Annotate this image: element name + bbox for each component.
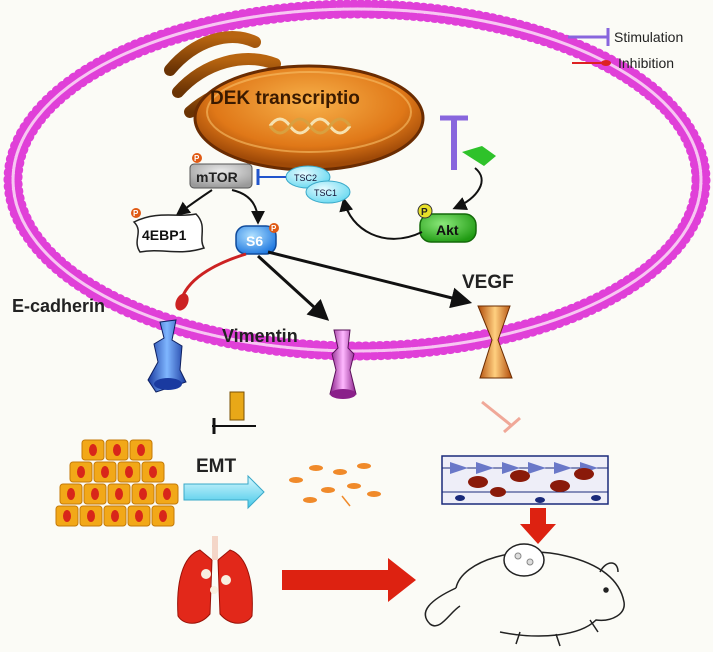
cell-nucleus <box>115 488 123 500</box>
cell-nucleus <box>125 466 133 478</box>
vegf-to-vessel-bar <box>481 400 521 434</box>
s6-label: S6 <box>246 233 263 249</box>
lungs-to-mouse-arrow <box>282 558 416 602</box>
inhibitor-peg-icon <box>212 391 256 434</box>
cell-nucleus <box>63 510 71 522</box>
legend-stimulation-label: Stimulation <box>614 29 683 45</box>
vimentin-receptor-icon <box>329 329 357 399</box>
phospho-akt-icon: P <box>417 203 433 219</box>
cell-nucleus <box>137 444 145 456</box>
cell-nucleus <box>101 466 109 478</box>
cell-nucleus <box>89 444 97 456</box>
cell-nucleus <box>139 488 147 500</box>
ecadherin-receptor-icon <box>147 319 187 393</box>
mtor-to-4ebp1-arrow <box>175 189 213 216</box>
cell-membrane <box>3 0 711 361</box>
s6-to-vimentin-arrow <box>256 254 330 321</box>
emt-arrow <box>183 474 265 510</box>
mtor-to-s6-arrow <box>231 189 265 225</box>
phospho-mtor-icon: P <box>192 153 202 163</box>
dna-helix-icon <box>268 117 352 135</box>
cell-nucleus <box>113 444 121 456</box>
tsc1-label: TSC1 <box>314 188 337 198</box>
ecadherin-label: E-cadherin <box>12 296 105 316</box>
mesenchymal-cells-icon <box>289 463 381 507</box>
phospho-mtor-label: P <box>194 154 200 163</box>
phospho-s6-label: P <box>271 224 277 233</box>
stimulation-bar-icon <box>440 115 468 170</box>
phospho-s6-icon: P <box>269 223 279 233</box>
cell-nucleus <box>77 466 85 478</box>
akt-label: Akt <box>436 222 459 238</box>
cell-nucleus <box>91 488 99 500</box>
legend-inhibition-label: Inhibition <box>618 55 674 71</box>
tsc2-label: TSC2 <box>294 173 317 183</box>
tsc-inhibits-mtor-bar <box>256 169 286 185</box>
s6-node: S6 <box>235 225 277 255</box>
s6-inhibits-ecadherin <box>175 252 247 311</box>
akt-to-tsc-arrow <box>339 197 423 240</box>
legend: Stimulation Inhibition <box>568 28 683 71</box>
vimentin-label: Vimentin <box>222 326 298 346</box>
legend-inhibition: Inhibition <box>572 55 674 71</box>
mouse-icon <box>424 543 625 647</box>
4ebp1-label: 4EBP1 <box>142 227 187 243</box>
cell-nucleus <box>159 510 167 522</box>
akt-node: Akt <box>419 213 477 243</box>
cell-nucleus <box>67 488 75 500</box>
blood-vessel-icon <box>441 455 609 505</box>
green-ligand-icon <box>462 146 496 166</box>
nucleus <box>193 64 425 172</box>
lungs-icon <box>177 536 253 624</box>
epithelial-cells-icon <box>55 439 179 527</box>
tsc1-node: TSC1 <box>305 180 351 204</box>
vegf-label: VEGF <box>462 272 514 293</box>
cell-nucleus <box>149 466 157 478</box>
cell-nucleus <box>163 488 171 500</box>
phospho-akt-label: P <box>421 207 428 218</box>
emt-label: EMT <box>196 456 237 477</box>
nucleus-label: DEK transcriptio <box>210 88 360 109</box>
ligand-to-akt-arrow <box>452 167 483 210</box>
vessel-to-mouse-arrow <box>520 508 556 544</box>
cell-nucleus <box>135 510 143 522</box>
cell-nucleus <box>111 510 119 522</box>
vegf-receptor-icon <box>477 305 513 379</box>
phospho-4ebp1-label: P <box>133 209 139 218</box>
legend-stimulation: Stimulation <box>568 28 683 46</box>
4ebp1-node: 4EBP1 <box>132 213 206 253</box>
cell-nucleus <box>87 510 95 522</box>
phospho-4ebp1-icon: P <box>131 208 141 218</box>
mtor-label: mTOR <box>196 169 238 185</box>
mtor-node: mTOR <box>189 163 253 189</box>
s6-to-vegf-arrow <box>267 250 473 309</box>
